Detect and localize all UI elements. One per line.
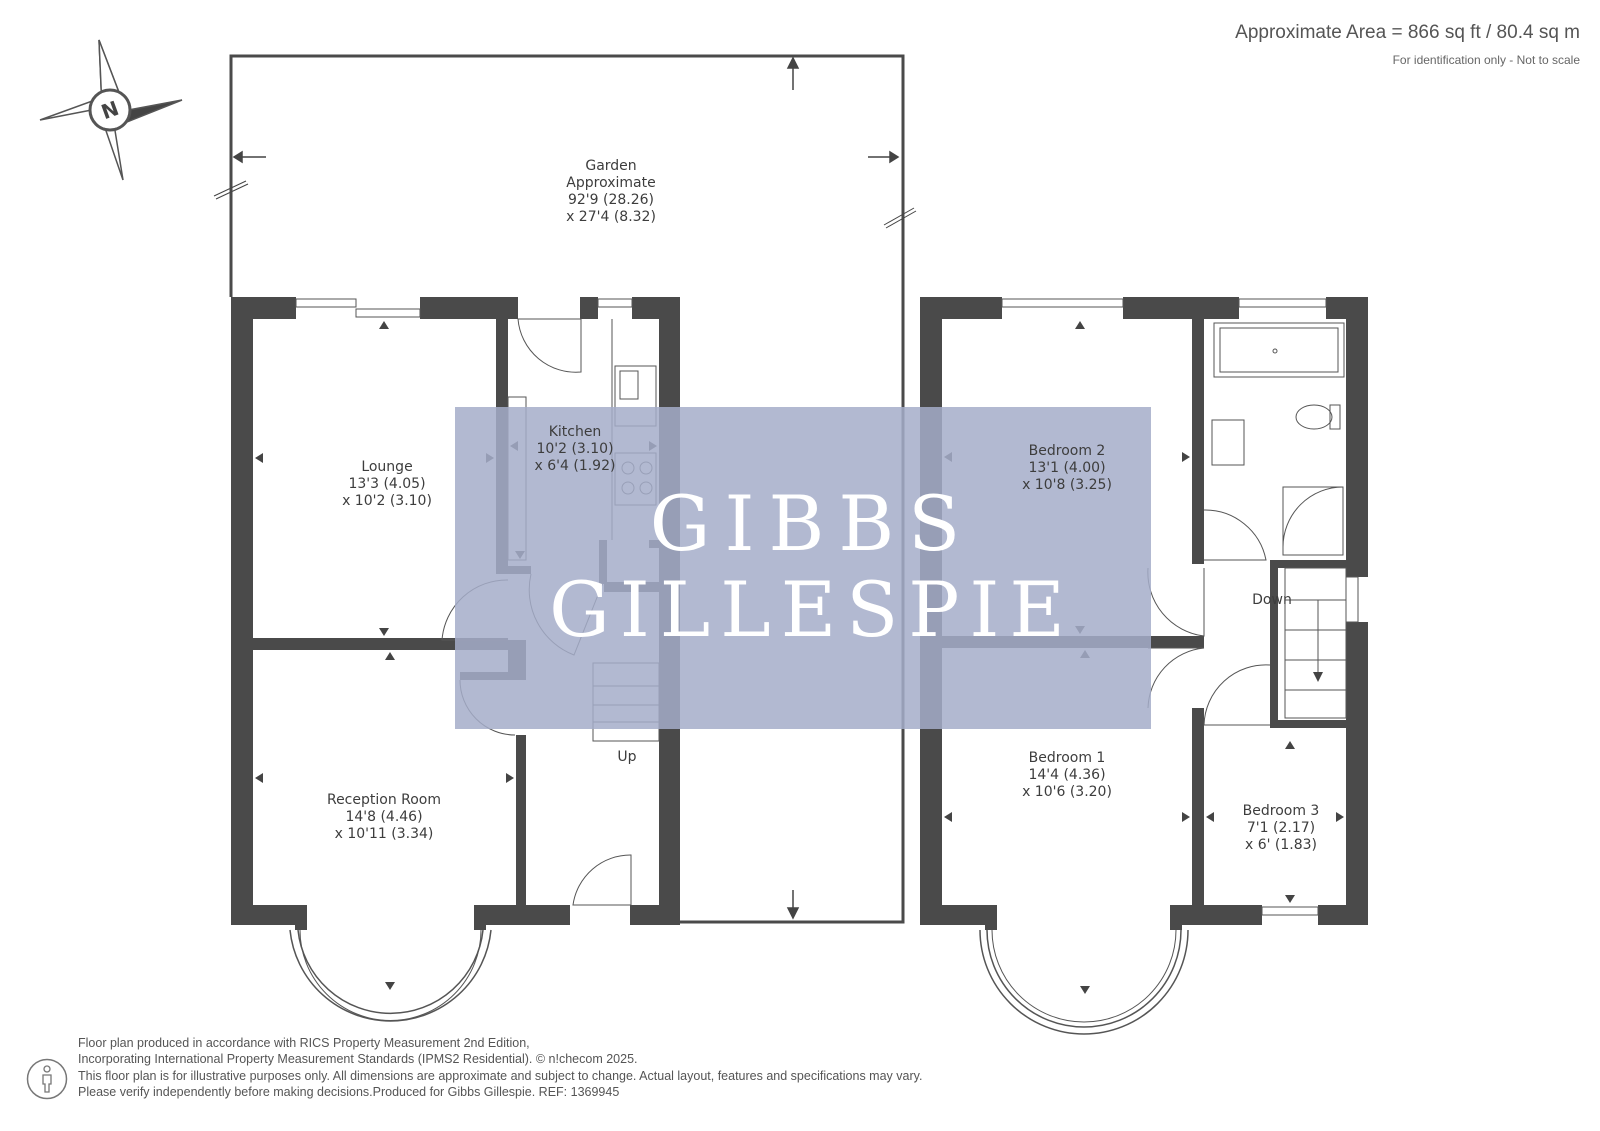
- reception-name: Reception Room: [327, 792, 441, 808]
- stairs-down-label: Down: [1252, 592, 1292, 608]
- room-garden: Garden Approximate 92'9 (28.26) x 27'4 (…: [566, 158, 656, 225]
- garden-dim2: x 27'4 (8.32): [566, 209, 656, 225]
- lounge-dim2: x 10'2 (3.10): [342, 493, 432, 509]
- watermark-band: [455, 407, 1151, 729]
- room-bedroom2: Bedroom 2 13'1 (4.00) x 10'8 (3.25): [1022, 443, 1112, 493]
- garden-note: Approximate: [566, 175, 655, 191]
- footer-line1: Floor plan produced in accordance with R…: [78, 1036, 530, 1050]
- kitchen-dim2: x 6'4 (1.92): [535, 458, 616, 474]
- footer-line3: This floor plan is for illustrative purp…: [78, 1068, 923, 1083]
- watermark-line2: GILLESPIE: [549, 565, 1075, 654]
- garden-name: Garden: [585, 158, 636, 174]
- garden-outline: [229, 54, 905, 924]
- room-kitchen: Kitchen 10'2 (3.10) x 6'4 (1.92): [535, 424, 616, 474]
- lounge-name: Lounge: [361, 459, 412, 475]
- bedroom1-dim2: x 10'6 (3.20): [1022, 784, 1112, 800]
- bedroom3-name: Bedroom 3: [1243, 803, 1320, 819]
- garden-dim1: 92'9 (28.26): [568, 192, 654, 208]
- bedroom2-dim2: x 10'8 (3.25): [1022, 477, 1112, 493]
- bedroom1-name: Bedroom 1: [1029, 750, 1106, 766]
- bedroom3-dim2: x 6' (1.83): [1245, 837, 1317, 853]
- room-bedroom1: Bedroom 1 14'4 (4.36) x 10'6 (3.20): [1022, 750, 1112, 800]
- approximate-area: Approximate Area = 866 sq ft / 80.4 sq m: [1235, 22, 1580, 43]
- reception-dim2: x 10'11 (3.34): [335, 826, 434, 842]
- room-lounge: Lounge 13'3 (4.05) x 10'2 (3.10): [342, 459, 432, 509]
- stairs-up-label: Up: [617, 749, 636, 765]
- first-floor-details: [979, 298, 1359, 1035]
- room-reception: Reception Room 14'8 (4.46) x 10'11 (3.34…: [327, 792, 441, 842]
- person-icon: [26, 1058, 68, 1100]
- lounge-dim1: 13'3 (4.05): [348, 476, 425, 492]
- reception-dim1: 14'8 (4.46): [345, 809, 422, 825]
- room-bedroom3: Bedroom 3 7'1 (2.17) x 6' (1.83): [1243, 803, 1320, 853]
- bedroom2-dim1: 13'1 (4.00): [1028, 460, 1105, 476]
- compass-north-label: N: [98, 96, 122, 124]
- watermark-line1: GIBBS: [650, 479, 975, 568]
- bedroom2-name: Bedroom 2: [1029, 443, 1106, 459]
- garden-dimension-arrows: [213, 56, 917, 920]
- footer-line4: Please verify independently before makin…: [78, 1084, 620, 1099]
- footer-line2: Incorporating International Property Mea…: [78, 1052, 638, 1067]
- footer-notes: Floor plan produced in accordance with R…: [78, 1035, 922, 1100]
- bedroom3-dim1: 7'1 (2.17): [1247, 820, 1315, 836]
- bedroom1-dim1: 14'4 (4.36): [1028, 767, 1105, 783]
- compass-icon: N: [39, 39, 183, 181]
- kitchen-name: Kitchen: [549, 424, 602, 440]
- scale-disclaimer: For identification only - Not to scale: [1392, 53, 1580, 67]
- kitchen-dim1: 10'2 (3.10): [536, 441, 613, 457]
